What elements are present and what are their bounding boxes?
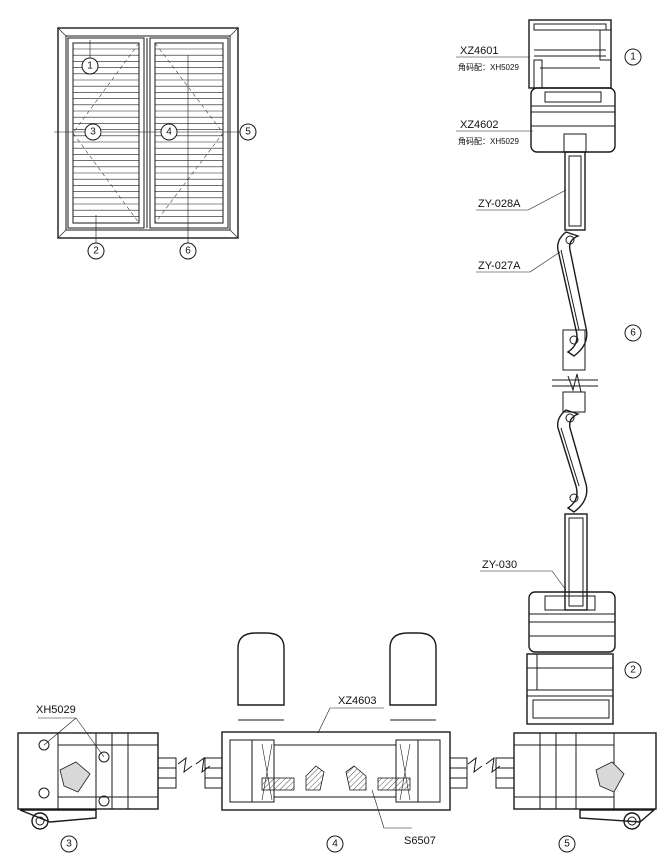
section-callout-2: 2 xyxy=(624,661,642,679)
svg-text:2: 2 xyxy=(93,246,99,257)
svg-text:6: 6 xyxy=(630,328,636,339)
section-callout-1: 1 xyxy=(624,48,642,66)
horizontal-section-right xyxy=(495,732,657,830)
bottom-callout-4: 4 xyxy=(326,835,344,853)
bottom-callout-3: 3 xyxy=(60,835,78,853)
break-marks xyxy=(177,756,501,774)
elevation-callout-1: 1 xyxy=(81,57,99,75)
vertical-section xyxy=(456,19,616,725)
part-label-zy027a: ZY-027A xyxy=(478,260,521,272)
part-label-zy028a: ZY-028A xyxy=(478,198,521,210)
svg-text:5: 5 xyxy=(245,127,251,138)
svg-text:1: 1 xyxy=(630,52,636,63)
svg-text:5: 5 xyxy=(564,839,570,850)
section-callout-6: 6 xyxy=(624,324,642,342)
elevation-callout-2: 2 xyxy=(87,242,105,260)
part-label-xz4602: XZ4602 角码配：XH5029 xyxy=(458,119,519,146)
svg-text:1: 1 xyxy=(87,61,93,72)
elevation-callout-5: 5 xyxy=(239,123,257,141)
part-label-zy030: ZY-030 xyxy=(482,559,517,571)
svg-text:XZ4602: XZ4602 xyxy=(460,119,499,131)
svg-text:4: 4 xyxy=(332,839,338,850)
window-elevation xyxy=(54,27,240,243)
svg-text:角码配：XH5029: 角码配：XH5029 xyxy=(458,136,519,146)
svg-text:3: 3 xyxy=(90,127,96,138)
part-label-xz4601: XZ4601 角码配：XH5029 xyxy=(458,45,519,72)
svg-text:角码配：XH5029: 角码配：XH5029 xyxy=(458,62,519,72)
bottom-callout-5: 5 xyxy=(558,835,576,853)
part-label-xh5029: XH5029 xyxy=(36,704,76,716)
elevation-callout-3: 3 xyxy=(84,123,102,141)
part-label-xz4603: XZ4603 xyxy=(338,695,377,707)
elevation-callout-6: 6 xyxy=(179,242,197,260)
horizontal-section-middle xyxy=(204,632,468,829)
svg-text:6: 6 xyxy=(185,246,191,257)
svg-text:2: 2 xyxy=(630,665,636,676)
part-label-s6507: S6507 xyxy=(404,835,436,847)
svg-text:4: 4 xyxy=(166,127,172,138)
svg-text:XZ4601: XZ4601 xyxy=(460,45,499,57)
horizontal-section-left xyxy=(17,717,177,830)
elevation-callout-4: 4 xyxy=(160,123,178,141)
svg-text:3: 3 xyxy=(66,839,72,850)
